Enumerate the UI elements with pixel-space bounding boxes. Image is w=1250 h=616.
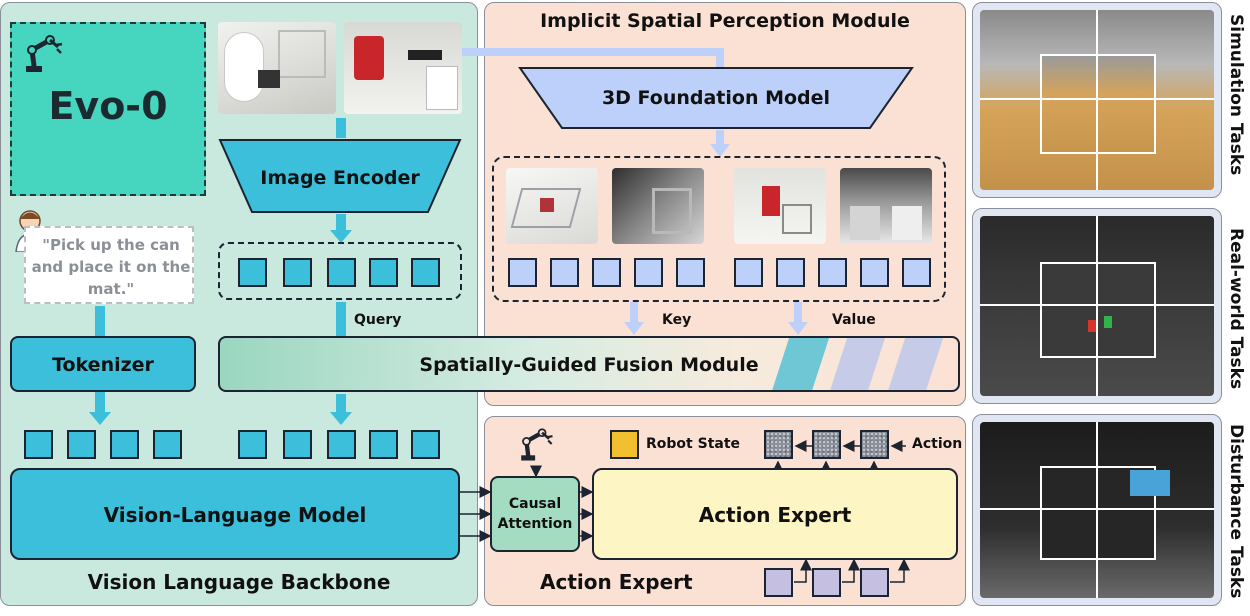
spatial-token [508, 258, 537, 287]
front-camera-image [344, 22, 462, 114]
spatial-token [776, 258, 805, 287]
language-token [67, 430, 96, 459]
depth-map-image [840, 168, 932, 244]
language-token [110, 430, 139, 459]
image-token [411, 258, 440, 287]
spatial-token [734, 258, 763, 287]
arrow-image-to-3d-model-down [716, 48, 724, 68]
vision-language-backbone-title: Vision Language Backbone [87, 570, 391, 594]
image-token [238, 258, 267, 287]
arrow-query [336, 302, 346, 336]
arrow-fusion-to-tokens [330, 394, 352, 425]
action-expert-box: Action Expert [592, 468, 958, 560]
fused-vision-token [411, 430, 440, 459]
action-expert-title: Action Expert [540, 570, 693, 594]
fused-vision-token [238, 430, 267, 459]
fused-vision-token [327, 430, 356, 459]
key-label: Key [662, 312, 692, 328]
depth-map-image [612, 168, 704, 244]
action-token [860, 568, 889, 597]
arrow-key [624, 302, 644, 335]
action-expert-box-label: Action Expert [698, 503, 852, 527]
language-token [24, 430, 53, 459]
robot-arm-icon [521, 428, 553, 461]
causal-attention-label-line1: Causal [508, 496, 562, 512]
noisy-action-token [812, 430, 841, 459]
image-encoder [218, 139, 462, 213]
instruction-prompt-text: "Pick up the can and place it on the mat… [31, 236, 191, 298]
robot-arm-icon [26, 35, 63, 72]
evo-logo-box: Evo-0 [10, 22, 206, 196]
fusion-module-box: Spatially-Guided Fusion Module [218, 336, 960, 392]
language-token [153, 430, 182, 459]
disturbance-tasks-label: Disturbance Tasks [1226, 424, 1246, 599]
3d-foundation-model-label: 3D Foundation Model [601, 87, 831, 109]
arrow-value [788, 302, 808, 335]
real-world-tasks-label: Real-world Tasks [1226, 228, 1246, 390]
noisy-action-token [764, 430, 793, 459]
tokenizer-box: Tokenizer [10, 336, 196, 392]
real-world-task-image [980, 216, 1214, 396]
vision-language-model-box: Vision-Language Model [10, 468, 460, 560]
action-token [812, 568, 841, 597]
image-encoder-label: Image Encoder [260, 167, 420, 189]
image-token [369, 258, 398, 287]
arrow-prompt-to-tokenizer [95, 306, 105, 336]
wrist-camera-image [218, 22, 336, 114]
arrow-image-to-encoder [336, 118, 346, 138]
fused-vision-token [369, 430, 398, 459]
spatial-token [818, 258, 847, 287]
arrow-3d-model-to-features [710, 130, 730, 157]
image-token-group [218, 242, 462, 300]
image-token [283, 258, 312, 287]
fusion-module-label: Spatially-Guided Fusion Module [419, 354, 759, 376]
tokenizer-label: Tokenizer [52, 354, 154, 376]
spatial-token [634, 258, 663, 287]
spatial-token [676, 258, 705, 287]
causal-attention-label-line2: Attention [497, 516, 573, 532]
spatial-perception-title: Implicit Spatial Perception Module [540, 10, 910, 32]
evo-logo-text: Evo-0 [48, 84, 168, 128]
value-label: Value [832, 312, 876, 328]
spatial-token [860, 258, 889, 287]
noisy-action-token [860, 430, 889, 459]
point-cloud-image [734, 168, 826, 244]
image-token [327, 258, 356, 287]
causal-attention-box: Causal Attention [490, 476, 580, 552]
vision-language-model-label: Vision-Language Model [103, 503, 367, 527]
robot-state-label: Robot State [646, 436, 741, 452]
arrow-encoder-to-tokens [330, 214, 352, 243]
fused-vision-token [283, 430, 312, 459]
point-cloud-image [506, 168, 598, 244]
arrow-image-to-3d-model [462, 48, 724, 56]
disturbance-task-image [980, 422, 1214, 598]
query-label: Query [354, 312, 402, 328]
simulation-task-image [980, 10, 1214, 190]
spatial-token [550, 258, 579, 287]
3d-foundation-model [518, 67, 914, 129]
instruction-prompt-box: "Pick up the can and place it on the mat… [24, 226, 194, 304]
arrow-tokenizer-to-tokens [89, 392, 111, 425]
simulation-tasks-label: Simulation Tasks [1226, 14, 1246, 176]
spatial-feature-group [492, 156, 946, 302]
spatial-token [902, 258, 931, 287]
action-token [764, 568, 793, 597]
action-label: Action [912, 436, 963, 452]
robot-state-token [610, 430, 639, 459]
spatial-token [592, 258, 621, 287]
